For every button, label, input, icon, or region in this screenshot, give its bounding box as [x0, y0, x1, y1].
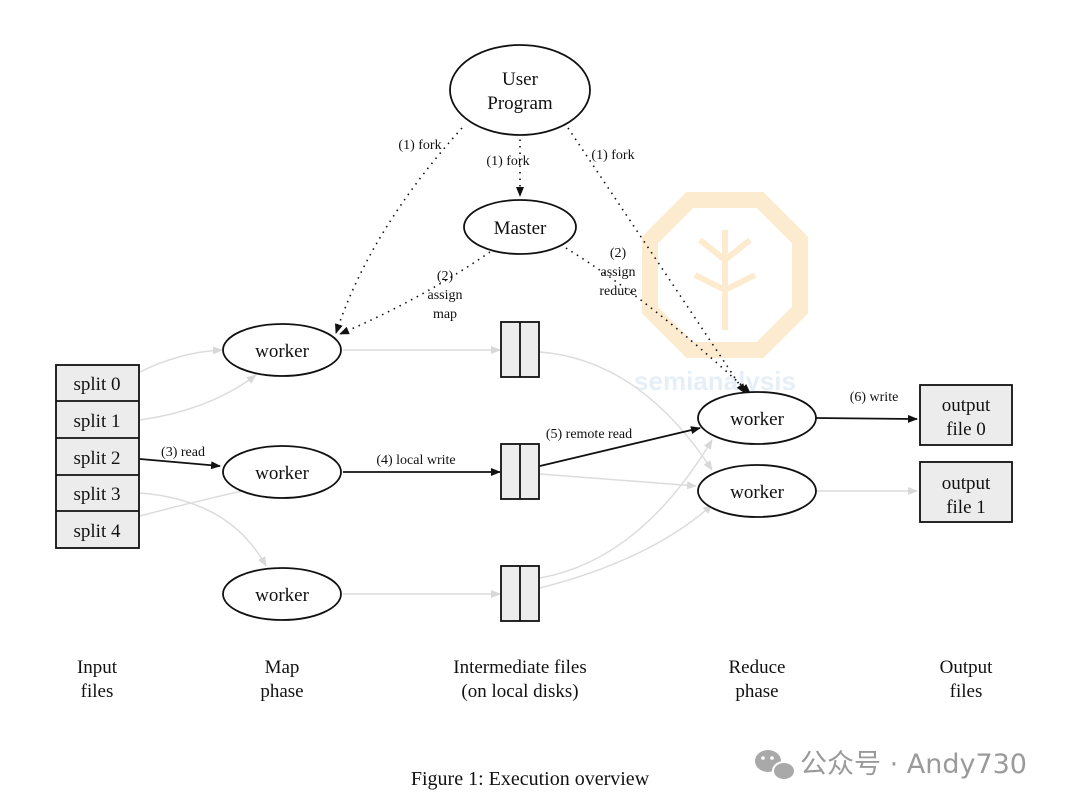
- user-program-line-2: Program: [487, 93, 553, 114]
- assign-reduce-line-3: reduce: [599, 284, 636, 299]
- assign-map-line-3: map: [433, 307, 457, 322]
- assign-map-line-2: assign: [428, 288, 463, 303]
- split-0-label: split 0: [74, 374, 121, 395]
- map-worker-1: worker: [222, 445, 342, 499]
- map-worker-2: worker: [222, 567, 342, 621]
- output-file-0: output file 0: [919, 384, 1013, 446]
- reduce-worker-1-label: worker: [730, 482, 784, 503]
- phase-input-line-2: files: [81, 681, 114, 702]
- phase-intermediate-line-2: (on local disks): [461, 681, 578, 702]
- master-label: Master: [494, 218, 547, 239]
- inactive-edges: [139, 346, 918, 598]
- map-worker-0: worker: [222, 323, 342, 377]
- remote-read-label: (5) remote read: [546, 427, 632, 442]
- user-program-node: User Program: [449, 44, 591, 136]
- fork-label-center: (1) fork: [486, 154, 529, 169]
- reduce-worker-0: worker: [697, 391, 817, 445]
- write-label: (6) write: [850, 390, 899, 405]
- assign-reduce-line-2: assign: [601, 265, 636, 280]
- phase-labels: Input files Map phase Intermediate files…: [77, 657, 993, 702]
- watermark-text: 公众号 · Andy730: [800, 749, 1027, 780]
- fork-label-right: (1) fork: [591, 148, 634, 163]
- reduce-worker-1: worker: [697, 464, 817, 518]
- phase-map-line-2: phase: [260, 681, 303, 702]
- edge-labels: (1) fork (1) fork (1) fork (2) assign ma…: [161, 138, 898, 468]
- assign-reduce-line-1: (2): [610, 246, 627, 261]
- fork-label-left: (1) fork: [398, 138, 441, 153]
- watermark-logo-text: semianalysis: [634, 366, 796, 396]
- phase-reduce-line-1: Reduce: [729, 657, 786, 678]
- assign-map-line-1: (2): [437, 269, 454, 284]
- output-file-1-line-2: file 1: [946, 497, 986, 518]
- split-1-label: split 1: [74, 411, 121, 432]
- phase-output-line-2: files: [950, 681, 983, 702]
- output-file-0-line-1: output: [942, 395, 991, 416]
- map-worker-2-label: worker: [255, 585, 309, 606]
- intermediate-file-2: [500, 565, 540, 622]
- map-worker-1-label: worker: [255, 463, 309, 484]
- split-3-label: split 3: [74, 484, 121, 505]
- input-splits: split 0 split 1 split 2 split 3 split 4: [55, 364, 140, 549]
- phase-reduce-line-2: phase: [735, 681, 778, 702]
- reduce-worker-0-label: worker: [730, 409, 784, 430]
- semianalysis-watermark-logo: semianalysis: [634, 192, 808, 396]
- control-edges: [335, 127, 751, 394]
- output-file-1-line-1: output: [942, 473, 991, 494]
- map-worker-0-label: worker: [255, 341, 309, 362]
- wechat-watermark: 公众号 · Andy730: [755, 749, 1027, 781]
- wechat-icon: [755, 750, 796, 781]
- local-write-label: (4) local write: [376, 453, 455, 468]
- output-file-0-line-2: file 0: [946, 419, 986, 440]
- split-4-label: split 4: [74, 521, 121, 542]
- intermediate-file-0: [500, 321, 540, 378]
- phase-map-line-1: Map: [265, 657, 300, 678]
- figure-caption: Figure 1: Execution overview: [411, 768, 650, 790]
- phase-output-line-1: Output: [940, 657, 994, 678]
- intermediate-file-1: [500, 443, 540, 500]
- user-program-line-1: User: [502, 69, 539, 90]
- phase-input-line-1: Input: [77, 657, 118, 678]
- phase-intermediate-line-1: Intermediate files: [453, 657, 586, 678]
- output-file-1: output file 1: [919, 461, 1013, 523]
- read-label: (3) read: [161, 445, 205, 460]
- active-edges: [139, 414, 918, 476]
- master-node: Master: [463, 199, 577, 255]
- split-2-label: split 2: [74, 448, 121, 469]
